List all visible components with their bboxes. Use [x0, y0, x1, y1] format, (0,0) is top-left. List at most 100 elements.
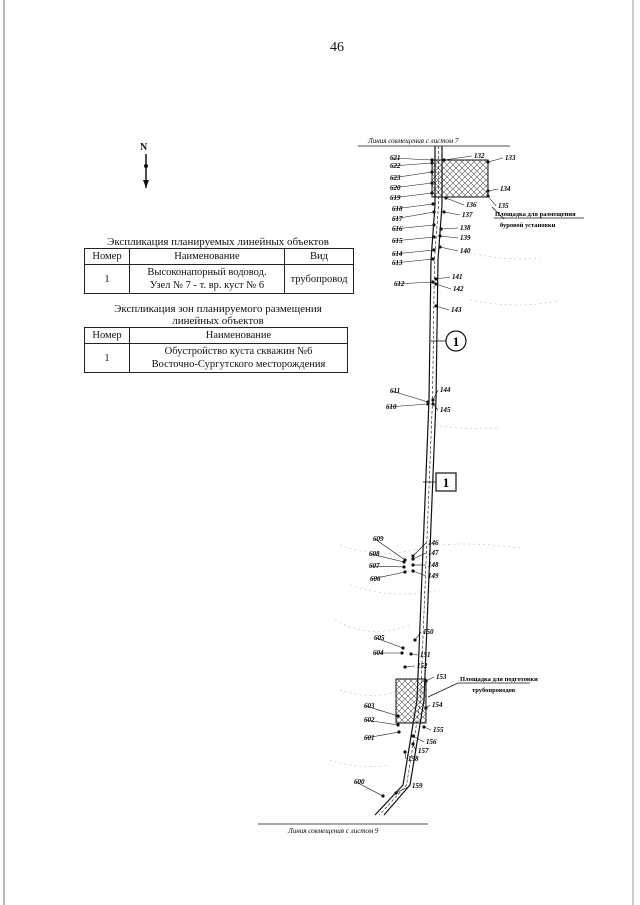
survey-point	[486, 160, 490, 164]
survey-point	[432, 235, 436, 239]
survey-point	[431, 280, 435, 284]
point-label-612: 612	[394, 280, 405, 288]
point-label-621: 621	[390, 154, 401, 162]
point-leader	[412, 735, 425, 743]
point-label-145: 145	[440, 406, 451, 414]
table-row: 1 Высоконапорный водовод. Узел № 7 - т. …	[84, 264, 354, 294]
survey-point	[434, 304, 438, 308]
survey-point	[411, 563, 415, 567]
point-leader	[393, 249, 435, 255]
point-leader	[487, 188, 499, 192]
point-leader	[387, 403, 429, 408]
point-leader	[432, 389, 439, 401]
point-leader	[365, 705, 399, 717]
point-leader	[440, 227, 459, 230]
point-label-153: 153	[436, 673, 447, 681]
point-leader	[393, 224, 435, 230]
left-point-labels: 6216226236206196186176166156146136126116…	[354, 154, 436, 798]
point-leader	[395, 785, 411, 794]
scan-edge-left	[3, 0, 5, 905]
survey-point	[442, 158, 446, 162]
row-number: 1	[84, 264, 130, 294]
point-leader	[439, 235, 459, 239]
point-label-609: 609	[373, 535, 384, 543]
point-label-607: 607	[369, 562, 380, 570]
point-leader	[404, 665, 416, 668]
survey-point	[403, 750, 407, 754]
point-leader	[435, 283, 452, 290]
background-contours	[329, 249, 561, 767]
point-leader	[487, 195, 497, 207]
survey-point	[411, 569, 415, 573]
row-name-line2: Узел № 7 - т. вр. куст № 6	[149, 280, 265, 291]
survey-point	[409, 652, 413, 656]
point-leader	[391, 182, 433, 189]
north-label: N	[140, 142, 148, 153]
point-label-155: 155	[433, 726, 444, 734]
survey-point	[432, 210, 436, 214]
point-label-614: 614	[392, 250, 403, 258]
point-leader	[391, 192, 433, 199]
survey-point	[438, 234, 442, 238]
point-label-613: 613	[392, 259, 403, 267]
point-leader	[443, 155, 473, 161]
zones-title-line2: линейных объектов	[172, 315, 264, 327]
survey-point	[413, 638, 417, 642]
survey-point	[431, 402, 435, 406]
point-label-616: 616	[392, 225, 403, 233]
zones-table: Номер Наименование 1 Обустройство куста …	[84, 327, 348, 373]
survey-point	[431, 398, 435, 402]
zone-marker: 1	[431, 330, 467, 352]
point-label-622: 622	[390, 162, 401, 170]
survey-point	[397, 730, 401, 734]
north-arrow-icon	[143, 154, 149, 188]
pipe-pad-label-1: Площадка для подготовки	[460, 676, 538, 683]
survey-point	[396, 723, 400, 727]
point-label-150: 150	[423, 628, 434, 636]
survey-point	[403, 665, 407, 669]
point-leader	[412, 542, 427, 557]
point-label-144: 144	[440, 386, 451, 394]
survey-point	[438, 245, 442, 249]
survey-point	[434, 277, 438, 281]
point-label-623: 623	[390, 174, 401, 182]
point-label-143: 143	[451, 306, 462, 314]
point-label-604: 604	[373, 649, 384, 657]
survey-point	[431, 202, 435, 206]
row-name-line2: Восточно-Сургутского месторождения	[151, 359, 326, 370]
point-label-137: 137	[462, 211, 473, 219]
north-arrow: N	[139, 142, 153, 190]
point-label-148: 148	[428, 561, 439, 569]
row-name: Высоконапорный водовод. Узел № 7 - т. вр…	[129, 264, 285, 294]
point-label-606: 606	[370, 575, 381, 583]
point-label-602: 602	[364, 716, 375, 724]
survey-point	[400, 651, 404, 655]
point-label-138: 138	[460, 224, 471, 232]
point-leader	[439, 246, 459, 252]
zones-title-line1: Экспликация зон планируемого размещения	[114, 303, 322, 315]
point-label-610: 610	[386, 403, 397, 411]
point-leader	[365, 719, 399, 726]
survey-point	[432, 223, 436, 227]
match-line-top-label: Линия совмещения с листом 7	[367, 137, 459, 145]
survey-point	[411, 742, 415, 746]
point-leader	[414, 631, 422, 641]
object-marker: 1	[423, 472, 457, 492]
point-leader	[391, 162, 433, 167]
point-label-154: 154	[432, 701, 443, 709]
survey-point	[430, 181, 434, 185]
survey-point	[434, 282, 438, 286]
point-label-140: 140	[460, 247, 471, 255]
table-header-row: Номер Наименование Вид	[84, 248, 354, 265]
survey-point	[402, 565, 406, 569]
linear-objects-table: Номер Наименование Вид 1 Высоконапорный …	[84, 248, 354, 294]
table-row: 1 Обустройство куста скважин №6 Восточно…	[84, 343, 348, 373]
survey-point	[486, 189, 490, 193]
point-label-157: 157	[418, 747, 429, 755]
point-label-136: 136	[466, 201, 477, 209]
point-leader	[391, 390, 429, 403]
pipe-pad-leader	[427, 682, 459, 698]
point-label-135: 135	[498, 202, 509, 210]
row-name: Обустройство куста скважин №6 Восточно-С…	[129, 343, 348, 373]
